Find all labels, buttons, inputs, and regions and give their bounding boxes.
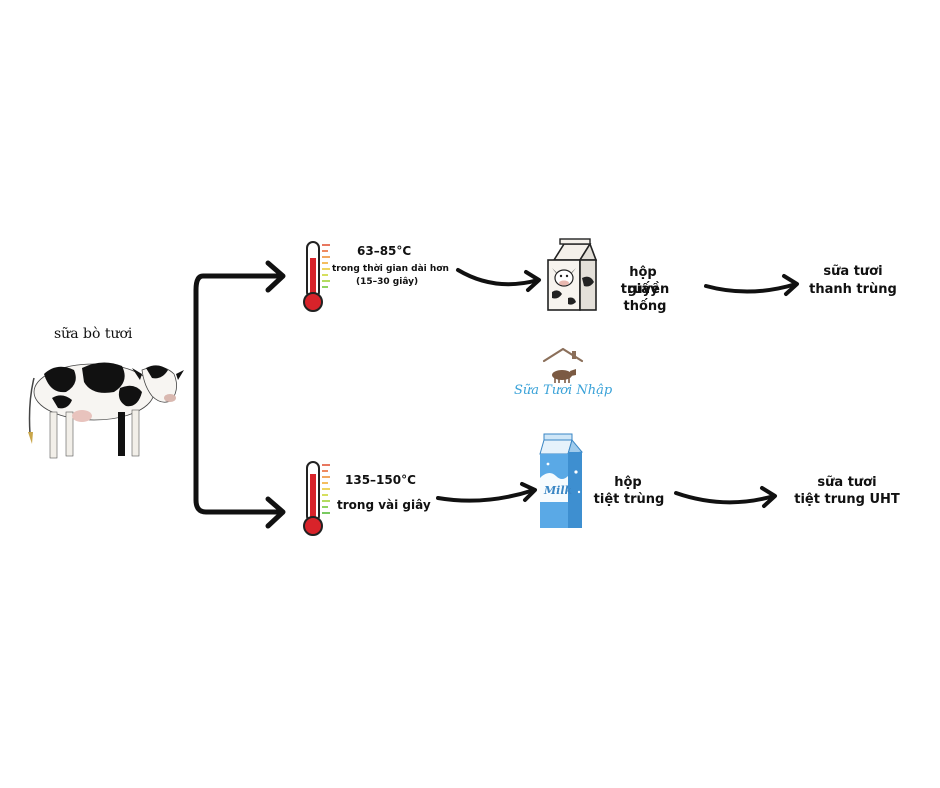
branch-connector	[193, 273, 285, 515]
house-cow-logo-icon	[542, 347, 584, 383]
milk-carton-icon: Milk	[539, 433, 583, 528]
top-arrows	[456, 268, 799, 296]
bottom-result-line1: sữa tươi	[817, 475, 877, 490]
logo-text: Sữa Tươi Nhập	[514, 383, 613, 398]
top-duration-line1: trong thời gian dài hơn	[332, 264, 449, 274]
top-package-line2: truyền thống	[620, 282, 670, 314]
paper-carton-icon	[547, 238, 598, 311]
top-temperature: 63–85°C	[357, 244, 412, 258]
bottom-duration: trong vài giây	[337, 498, 431, 512]
bottom-package-line2: tiệt trùng	[593, 492, 665, 507]
thermometer-icon-bottom	[303, 461, 330, 536]
top-result-line2: thanh trùng	[809, 282, 897, 297]
source-label: sữa bò tươi	[54, 326, 133, 342]
top-package-line1: hộp giấy	[627, 265, 659, 297]
bottom-temperature: 135–150°C	[345, 473, 416, 487]
top-duration-line2: (15–30 giây)	[356, 277, 419, 287]
cow-image	[28, 362, 184, 459]
bottom-package-line1: hộp	[614, 475, 642, 490]
bottom-result-line2: tiệt trung UHT	[794, 492, 900, 507]
carton-text: Milk	[543, 484, 573, 497]
top-result-line1: sữa tươi	[823, 264, 883, 279]
thermometer-icon-top	[303, 241, 330, 312]
branch-arrowheads	[265, 260, 286, 529]
bottom-arrows	[436, 482, 777, 508]
